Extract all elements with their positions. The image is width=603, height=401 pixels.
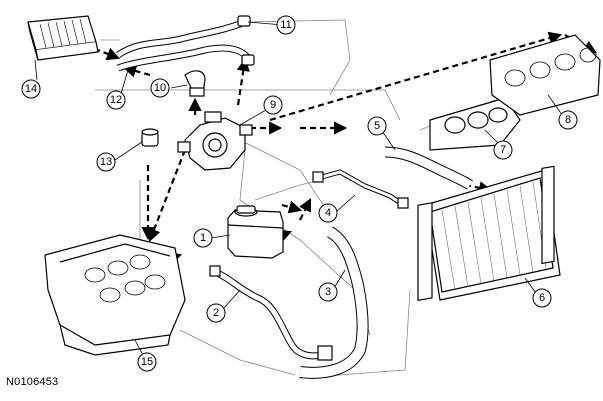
callout-11-label: 11 [280,19,291,31]
callout-13-label: 13 [100,156,112,168]
callout-8: 8 [558,110,578,130]
callout-1-label: 1 [200,232,206,244]
callout-4: 4 [318,203,338,223]
callout-2-label: 2 [213,307,219,319]
callout-3: 3 [318,282,338,302]
callout-4-label: 4 [325,207,331,219]
upper-radiator-hose [384,146,473,190]
callout-7: 7 [493,140,513,160]
hose-fitting [184,70,206,97]
callout-15-label: 15 [141,356,153,368]
figure-identifier: N0106453 [6,376,59,388]
callout-14: 14 [21,79,41,99]
bypass-tube [312,169,409,209]
callout-2: 2 [206,303,226,323]
engine-block [44,234,186,356]
callout-10: 10 [150,78,170,98]
callout-5-label: 5 [374,120,380,132]
callout-1: 1 [193,228,213,248]
cylinder-head [489,34,601,116]
radiator [417,165,561,302]
heater-hoses [116,15,255,72]
reservoir-hose [209,265,332,360]
callout-8-label: 8 [565,114,571,126]
thermostat-housing [177,111,253,171]
callout-3-label: 3 [325,286,331,298]
callout-7-label: 7 [500,144,506,156]
callout-6-label: 6 [539,292,545,304]
callout-14-label: 14 [25,83,37,95]
callout-12-label: 12 [110,94,122,106]
callout-9: 9 [263,95,283,115]
callout-6: 6 [532,288,552,308]
bleeder-plug [141,128,159,147]
callout-10-label: 10 [154,82,166,94]
callout-5: 5 [367,116,387,136]
callout-9-label: 9 [270,99,276,111]
callout-12: 12 [106,90,126,110]
callout-15: 15 [137,352,157,372]
heater-core [27,15,99,61]
callout-13: 13 [96,152,116,172]
lower-radiator-hose [299,226,369,379]
coolant-crossover [429,97,521,151]
callout-11: 11 [276,15,296,35]
coolant-reservoir [227,205,284,259]
callouts: 14 12 11 10 13 9 5 7 [21,15,578,372]
